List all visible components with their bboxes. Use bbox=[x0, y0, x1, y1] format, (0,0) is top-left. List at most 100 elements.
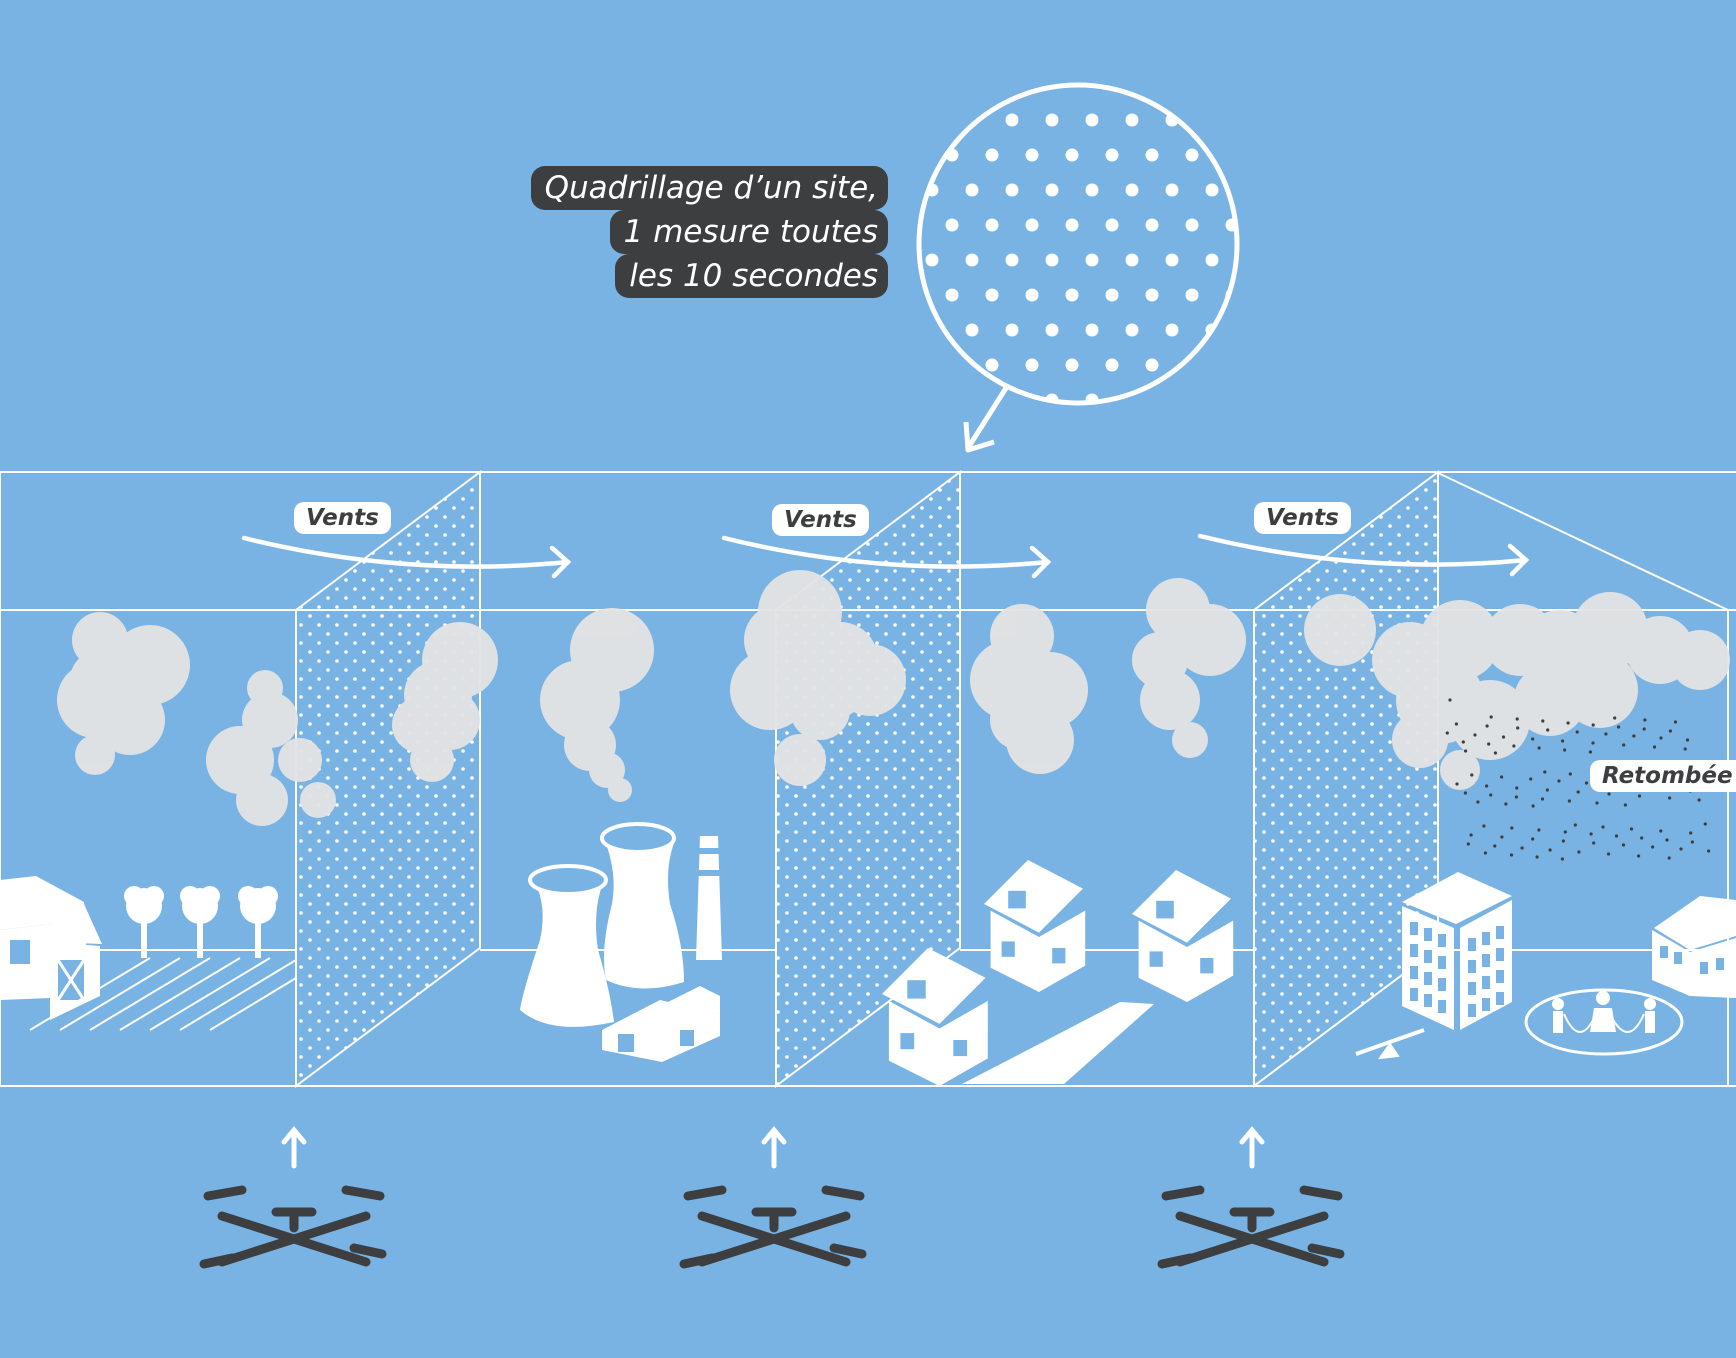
grid-dot bbox=[1306, 219, 1319, 232]
window bbox=[1424, 950, 1432, 963]
grid-dot bbox=[1165, 253, 1179, 267]
wind-label-1: Vents bbox=[294, 502, 391, 534]
up-arrow-icon bbox=[281, 1126, 307, 1169]
grid-dot bbox=[1185, 148, 1199, 162]
grid-dot bbox=[1246, 324, 1259, 337]
window bbox=[1438, 978, 1446, 991]
grid-dot bbox=[925, 253, 939, 267]
fallout-dot bbox=[1516, 726, 1520, 730]
fallout-dot bbox=[1606, 852, 1611, 856]
grid-dot bbox=[1246, 394, 1259, 407]
fallout-dot bbox=[1537, 746, 1541, 750]
playground-icon bbox=[1524, 988, 1684, 1056]
school-icon bbox=[1652, 896, 1736, 998]
grid-dot bbox=[1165, 323, 1179, 337]
fallout-dot bbox=[1576, 790, 1580, 794]
window bbox=[1424, 972, 1432, 985]
grid-dot bbox=[965, 253, 979, 267]
fallout-dot bbox=[1529, 777, 1533, 781]
grid-dot bbox=[985, 288, 999, 302]
fallout-dot bbox=[1461, 740, 1465, 744]
grid-dot bbox=[1165, 393, 1179, 403]
grid-dot bbox=[965, 323, 979, 337]
fallout-dot bbox=[1463, 791, 1467, 795]
smoke-puff bbox=[990, 690, 1050, 750]
drones bbox=[199, 1185, 1345, 1269]
grid-dot bbox=[1225, 358, 1237, 372]
grid-dot bbox=[1065, 288, 1079, 302]
smoke-puff bbox=[75, 735, 115, 775]
fallout-dot bbox=[1483, 851, 1487, 855]
wind-label-2: Vents bbox=[772, 504, 869, 536]
window bbox=[1410, 922, 1418, 935]
grid-dot bbox=[946, 429, 959, 442]
fallout-dot bbox=[1548, 848, 1552, 852]
fallout-dot bbox=[1637, 854, 1641, 858]
smoke-puff bbox=[70, 650, 130, 710]
fallout-dot bbox=[1607, 792, 1611, 796]
window bbox=[1410, 944, 1418, 957]
house-icon bbox=[984, 860, 1086, 992]
fallout-dot bbox=[1455, 782, 1459, 786]
window bbox=[1410, 966, 1418, 979]
grid-dot bbox=[1025, 218, 1039, 232]
grid-dot bbox=[1266, 219, 1279, 232]
grid-dot bbox=[985, 148, 999, 162]
grid-dot bbox=[1286, 324, 1299, 337]
window bbox=[1482, 976, 1490, 989]
grid-dot bbox=[925, 113, 939, 127]
smoke-puff bbox=[608, 778, 632, 802]
wind-arrows bbox=[241, 533, 1530, 579]
grid-dot bbox=[1145, 358, 1159, 372]
grid-dot bbox=[1045, 183, 1059, 197]
fallout-dot bbox=[1707, 849, 1711, 853]
measurement-curtain-1 bbox=[295, 470, 776, 1088]
smoke-puff bbox=[1392, 712, 1448, 768]
grid-dot bbox=[1186, 429, 1199, 442]
fallout-dot bbox=[1577, 850, 1581, 854]
grid-dot bbox=[1005, 323, 1019, 337]
measurement-grid-lens bbox=[916, 82, 1319, 453]
tree-icon bbox=[238, 886, 278, 958]
grid-dot bbox=[1125, 253, 1139, 267]
fallout-dot bbox=[1489, 793, 1493, 797]
grid-dot bbox=[1085, 323, 1099, 337]
fallout-dot bbox=[1515, 717, 1519, 721]
houses bbox=[882, 860, 1234, 1086]
grid-dot bbox=[985, 218, 999, 232]
drone-icon bbox=[679, 1185, 867, 1269]
grid-dot bbox=[1106, 429, 1119, 442]
fallout-dot bbox=[1540, 797, 1545, 801]
seesaw-icon bbox=[1355, 1028, 1425, 1060]
grid-dot bbox=[1266, 289, 1279, 302]
window bbox=[1438, 1000, 1446, 1013]
smoke-puff bbox=[1174, 604, 1246, 676]
grid-dot bbox=[1125, 183, 1139, 197]
fallout-dot bbox=[1613, 716, 1617, 720]
grid-dot bbox=[1266, 429, 1279, 442]
drone-icon bbox=[1157, 1185, 1345, 1269]
fallout-dot bbox=[1501, 735, 1506, 739]
fallout-dot bbox=[1567, 799, 1571, 803]
fallout-dot bbox=[1482, 824, 1486, 828]
drone-icon bbox=[199, 1185, 387, 1269]
fallout-dot bbox=[1659, 829, 1663, 833]
grid-dot bbox=[1246, 254, 1259, 267]
fallout-dot bbox=[1512, 744, 1516, 748]
window bbox=[1496, 992, 1504, 1005]
grid-dot bbox=[1306, 359, 1319, 372]
grid-dot bbox=[1286, 394, 1299, 407]
grid-dot bbox=[1025, 148, 1039, 162]
tree-icon bbox=[124, 886, 164, 958]
up-arrows bbox=[281, 1126, 1265, 1169]
grid-dot bbox=[1165, 183, 1179, 197]
callout-line-3: les 10 secondes bbox=[615, 254, 888, 298]
fallout-dot bbox=[1642, 727, 1646, 731]
window bbox=[1410, 988, 1418, 1001]
grid-dot bbox=[1205, 113, 1219, 127]
fallout-dot bbox=[1485, 724, 1489, 728]
fallout-dot bbox=[1500, 835, 1504, 839]
fallout-dot bbox=[1515, 786, 1519, 790]
grid-dot bbox=[1286, 114, 1299, 127]
grid-dot bbox=[1026, 429, 1039, 442]
